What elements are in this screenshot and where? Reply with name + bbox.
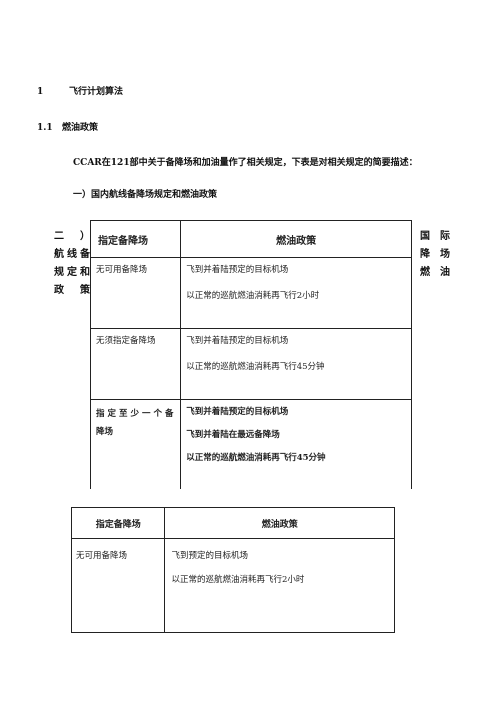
heading-2-number: 1.1 (37, 123, 53, 133)
header-alternate-airport: 指定备降场 (70, 507, 166, 539)
cell-text: 无须指定备降场 (96, 336, 156, 346)
cell-text: 无可用备降场 (96, 265, 148, 275)
cell-text: 飞到并着陆预定的目标机场 (186, 265, 289, 275)
side-right-line: 国际 (420, 231, 450, 242)
cell-text: 以正常的巡航燃油消耗再飞行45分钟 (186, 362, 325, 372)
cell-text: 以正常的巡航燃油消耗再飞行45分钟 (186, 453, 326, 463)
table-header-row: 指定备降场 燃油政策 (70, 507, 395, 539)
side-right-line: 燃油 (420, 267, 450, 278)
table-row: 无可用备降场 飞到并着陆预定的目标机场 以正常的巡航燃油消耗再飞行2小时 (89, 257, 412, 329)
cell-text: 飞到并着陆在最远备降场 (186, 430, 280, 440)
section-domestic-title: 一）国内航线备降场规定和燃油政策 (73, 190, 218, 200)
header-alternate-airport: 指定备降场 (89, 220, 182, 258)
section-international-title-left: 二） 航线备 规定和 政策 (54, 228, 90, 300)
heading-2: 1.1 燃油政策 (37, 120, 98, 133)
heading-1: 1 飞行计划算法 (37, 84, 123, 97)
international-fuel-policy-table: 指定备降场 燃油政策 无可用备降场 飞到预定的目标机场 以正常的巡航燃油消耗再飞… (70, 507, 395, 633)
heading-1-number: 1 (37, 87, 44, 97)
intro-paragraph: CCAR在121部中关于备降场和加油量作了相关规定，下表是对相关规定的简要描述： (73, 158, 418, 168)
header-fuel-policy: 燃油政策 (180, 220, 412, 258)
table-cell: 指定至少一个备 降场 (89, 399, 182, 489)
table-cell: 无须指定备降场 (89, 328, 182, 400)
cell-text: 以正常的巡航燃油消耗再飞行2小时 (171, 575, 305, 585)
domestic-fuel-policy-table: 指定备降场 燃油政策 无可用备降场 飞到并着陆预定的目标机场 以正常的巡航燃油消… (89, 220, 412, 489)
cell-text: 飞到并着陆预定的目标机场 (186, 407, 289, 417)
side-right-line: 降场 (420, 249, 450, 260)
cell-text: 飞到预定的目标机场 (171, 551, 248, 561)
cell-text: 飞到并着陆预定的目标机场 (186, 336, 289, 346)
table-cell: 无可用备降场 (89, 257, 182, 329)
table-row: 无须指定备降场 飞到并着陆预定的目标机场 以正常的巡航燃油消耗再飞行45分钟 (89, 328, 412, 400)
side-left-line: 二） (54, 231, 90, 242)
header-fuel-policy: 燃油政策 (164, 507, 395, 539)
table-cell: 飞到并着陆预定的目标机场 以正常的巡航燃油消耗再飞行2小时 (180, 257, 412, 329)
side-left-line: 政策 (54, 285, 90, 296)
heading-1-text: 飞行计划算法 (69, 87, 124, 97)
table-header-row: 指定备降场 燃油政策 (89, 220, 412, 258)
cell-text: 指定至少一个备 (96, 409, 177, 419)
section-international-title-right: 国际 降场 燃油 (420, 228, 450, 282)
cell-text: 降场 (96, 427, 114, 437)
side-left-line: 航线备 (54, 249, 90, 260)
heading-2-text: 燃油政策 (62, 123, 99, 133)
table-row: 指定至少一个备 降场 飞到并着陆预定的目标机场 飞到并着陆在最远备降场 以正常的… (89, 399, 412, 489)
cell-text: 无可用备降场 (76, 551, 128, 561)
table-cell: 飞到并着陆预定的目标机场 以正常的巡航燃油消耗再飞行45分钟 (180, 328, 412, 400)
table-row: 无可用备降场 飞到预定的目标机场 以正常的巡航燃油消耗再飞行2小时 (70, 538, 395, 633)
table-cell: 无可用备降场 (70, 538, 166, 633)
table-cell: 飞到并着陆预定的目标机场 飞到并着陆在最远备降场 以正常的巡航燃油消耗再飞行45… (180, 399, 412, 489)
cell-text: 以正常的巡航燃油消耗再飞行2小时 (186, 291, 320, 301)
table-cell: 飞到预定的目标机场 以正常的巡航燃油消耗再飞行2小时 (164, 538, 395, 633)
side-left-line: 规定和 (54, 267, 90, 278)
